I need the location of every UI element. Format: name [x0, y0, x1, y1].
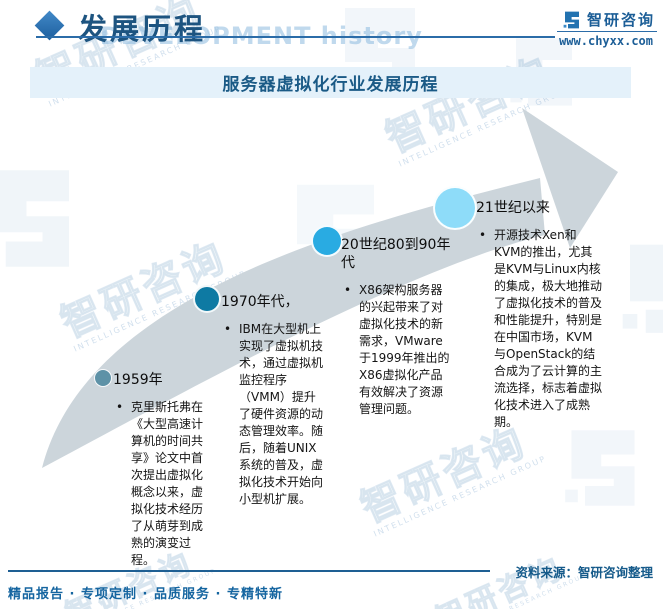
bullet-icon: •	[116, 400, 124, 414]
timeline-stage-1: 1959年 • 克里斯托弗在《大型高速计算机的时间共享》论文中首次提出虚拟化概念…	[113, 371, 209, 569]
stage-description-text: 克里斯托弗在《大型高速计算机的时间共享》论文中首次提出虚拟化概念以来，虚拟化技术…	[131, 400, 204, 567]
data-source: 资料来源：智研咨询整理	[515, 565, 653, 580]
timeline-stage-2: 1970年代， • IBM在大型机上实现了虚拟机技术，通过虚拟机监控程序（VMM…	[221, 293, 325, 508]
footer-divider	[8, 570, 490, 572]
stage-description: • IBM在大型机上实现了虚拟机技术，通过虚拟机监控程序（VMM）提升了硬件资源…	[221, 321, 325, 508]
footer-slogan: 精品报告 · 专项定制 · 品质服务 · 专精特新	[8, 587, 283, 602]
stage-description: • 克里斯托弗在《大型高速计算机的时间共享》论文中首次提出虚拟化概念以来，虚拟化…	[113, 399, 209, 569]
timeline-dot-1959	[94, 369, 112, 387]
bullet-icon: •	[479, 228, 487, 242]
stage-period: 1970年代，	[221, 294, 299, 310]
page-title: 发展历程	[78, 12, 207, 46]
brand-logo: 智研咨询	[562, 9, 655, 30]
brand-divider	[557, 31, 657, 32]
website-link[interactable]: www.chyxx.com	[559, 34, 653, 48]
stage-description-text: 开源技术Xen和KVM的推出，尤其是KVM与Linux内核的集成，极大地推动了虚…	[494, 228, 603, 429]
banner: 服务器虚拟化行业发展历程	[30, 67, 631, 98]
bullet-icon: •	[224, 322, 232, 336]
zhiyan-logo-icon	[563, 11, 579, 28]
stage-description: • 开源技术Xen和KVM的推出，尤其是KVM与Linux内核的集成，极大地推动…	[476, 227, 602, 431]
timeline-dot-21st-century	[433, 186, 477, 230]
stage-period: 21世纪以来	[476, 200, 550, 216]
timeline-dot-80s90s	[311, 225, 343, 257]
timeline-stage-4: 21世纪以来 • 开源技术Xen和KVM的推出，尤其是KVM与Linux内核的集…	[476, 199, 602, 431]
bullet-icon: •	[344, 283, 352, 297]
timeline-stage-3: 20世纪80到90年代 • X86架构服务器的兴起带来了对虚拟化技术的新需求，V…	[341, 236, 453, 418]
header-divider	[36, 36, 555, 38]
brand-name: 智研咨询	[586, 11, 655, 29]
stage-description: • X86架构服务器的兴起带来了对虚拟化技术的新需求，VMware于1999年推…	[341, 282, 453, 418]
stage-period: 1959年	[113, 372, 163, 388]
stage-description-text: IBM在大型机上实现了虚拟机技术，通过虚拟机监控程序（VMM）提升了硬件资源的动…	[239, 322, 324, 506]
stage-period: 20世纪80到90年代	[341, 237, 451, 271]
banner-title: 服务器虚拟化行业发展历程	[222, 75, 439, 95]
stage-description-text: X86架构服务器的兴起带来了对虚拟化技术的新需求，VMware于1999年推出的…	[359, 283, 450, 416]
timeline-dot-1970s	[193, 285, 221, 313]
